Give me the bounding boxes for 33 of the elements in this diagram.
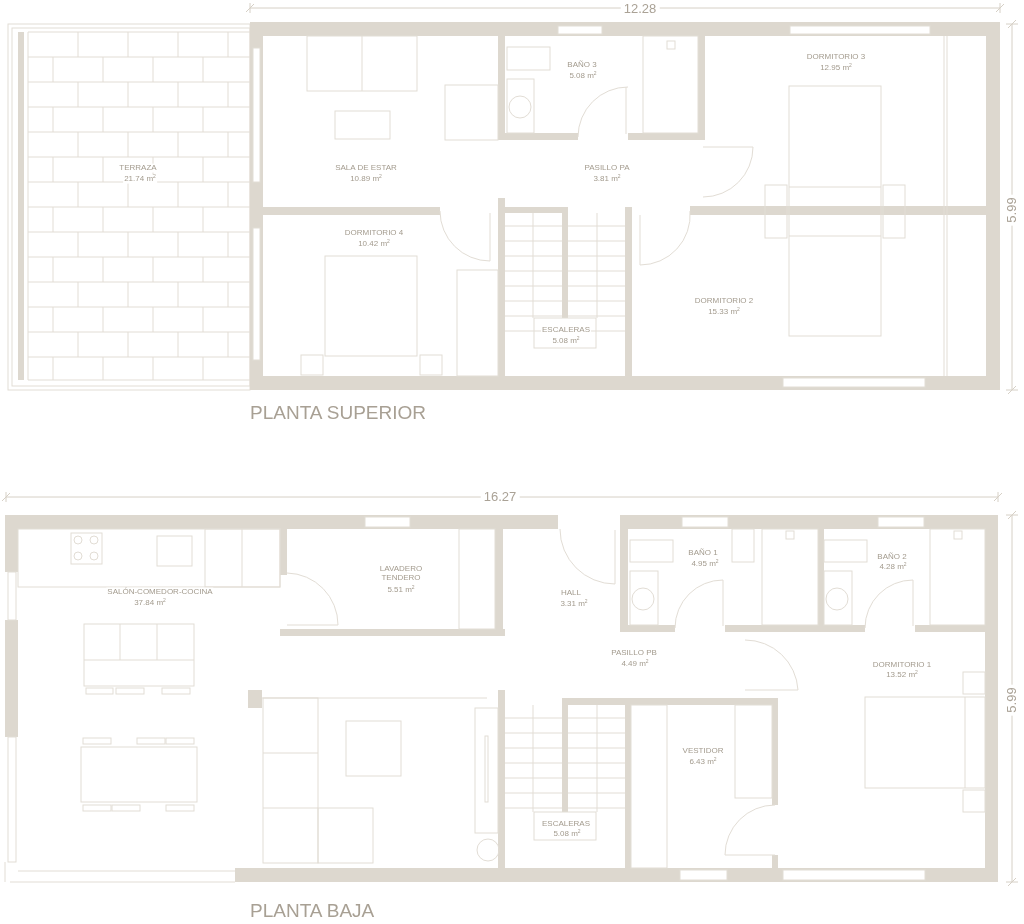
room-name: DORMITORIO 4 [343, 228, 405, 238]
area-label: 3.81 m$^{2}$ [592, 174, 622, 184]
room-name: BAÑO 3 [566, 60, 598, 70]
area-label: 10.89 m$^{2}$ [349, 174, 383, 184]
area-label: 5.08 m$^{2}$ [551, 336, 581, 346]
room-name: SALA DE ESTAR [334, 163, 398, 173]
area-label: 21.74 m$^{2}$ [123, 174, 157, 184]
area-label: 5.08 m$^{2}$ [568, 71, 598, 81]
area-label: 3.31 m$^{2}$ [559, 599, 589, 609]
room-name: HALL [560, 588, 582, 598]
area-label: 6.43 m$^{2}$ [688, 757, 718, 767]
area-label: 37.84 m$^{2}$ [133, 598, 167, 608]
room-name: DORMITORIO 2 [693, 296, 755, 306]
room-name: TERRAZA [118, 163, 158, 173]
room-name: VESTIDOR [681, 746, 725, 756]
area-label: 4.95 m$^{2}$ [690, 559, 720, 569]
room-name: BAÑO 2 [876, 552, 908, 562]
room-name: SALÓN-COMEDOR-COCINA [106, 587, 214, 597]
area-label: 12.95 m$^{2}$ [819, 63, 853, 73]
room-name: ESCALERAS [541, 819, 591, 829]
area-label: 4.28 m$^{2}$ [878, 562, 908, 572]
area-label: 10.42 m$^{2}$ [357, 239, 391, 249]
room-name: DORMITORIO 1 [871, 660, 933, 670]
area-label: 4.49 m$^{2}$ [620, 659, 650, 669]
area-label: 5.51 m$^{2}$ [386, 585, 416, 595]
area-label: 5.08 m$^{2}$ [552, 829, 582, 839]
area-label: 15.33 m$^{2}$ [707, 307, 741, 317]
room-name: DORMITORIO 3 [805, 52, 867, 62]
area-label: 13.52 m$^{2}$ [885, 670, 919, 680]
room-name: PASILLO PA [583, 163, 631, 173]
room-name: PASILLO PB [610, 648, 658, 658]
room-name: BAÑO 1 [687, 548, 719, 558]
room-name: ESCALERAS [541, 325, 591, 335]
